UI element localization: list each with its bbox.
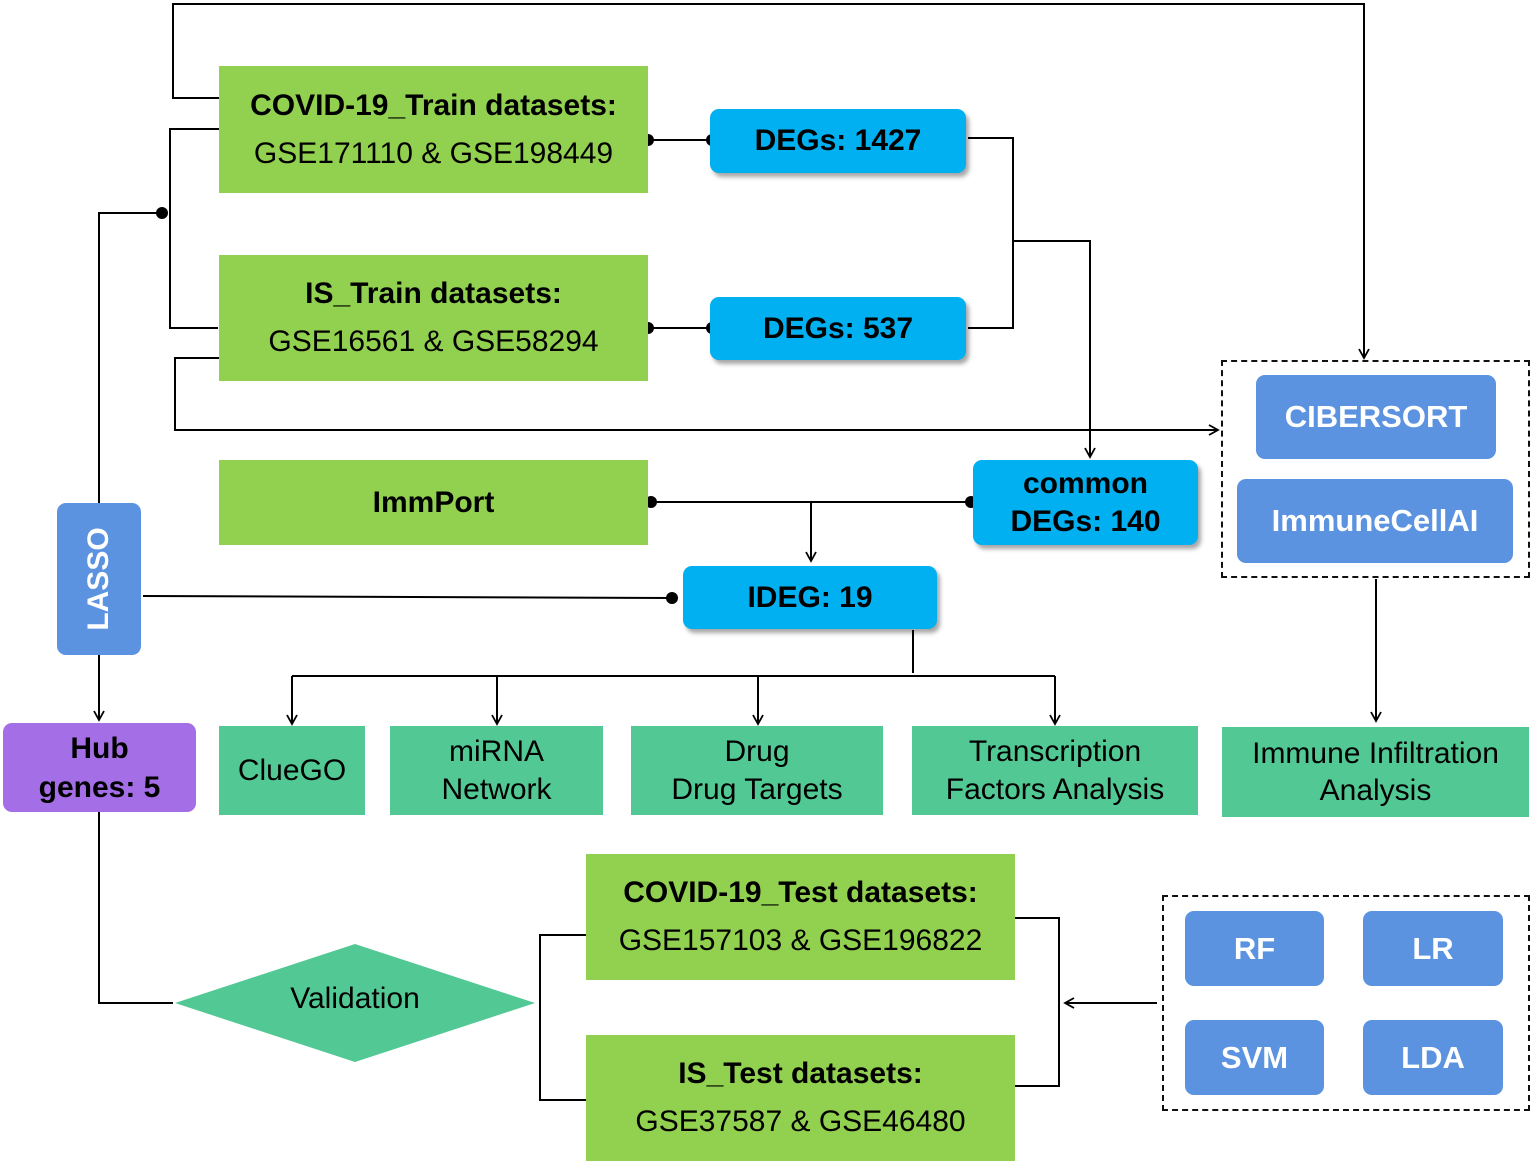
immunecellai-box: ImmuneCellAI [1237,479,1513,563]
ideg-label: IDEG: 19 [747,580,873,614]
validation-label: Validation [290,982,420,1015]
is-train-datasets: IS_Train datasets: GSE16561 & GSE58294 [219,255,648,381]
lr-label: LR [1412,930,1454,966]
mirna-line2: Network [441,772,552,806]
lasso-to-train-line [98,212,162,503]
transcription-factors-box: Transcription Factors Analysis [912,726,1198,815]
svm-label: SVM [1220,1039,1289,1075]
tf-line1: Transcription [968,735,1142,768]
merge-to-common-line [1013,240,1096,459]
deg-covid-label: DEGs: 1427 [754,124,922,158]
covid-train-title: COVID-19_Train datasets: [250,88,617,122]
ideg-box: IDEG: 19 [683,566,937,629]
immport-label: ImmPort [372,485,495,519]
hub-to-validation-line [98,812,173,1004]
is-to-immune-line [174,357,1220,436]
rf-box: RF [1185,911,1324,986]
validation-to-test-line [539,934,586,1101]
covid-test-ids: GSE157103 & GSE196822 [618,924,983,957]
covid-test-title: COVID-19_Test datasets: [623,876,978,909]
cibersort-label: CIBERSORT [1284,399,1468,434]
mirna-network-box: miRNA Network [390,726,603,815]
deg-merge-line [968,137,1014,329]
is-test-title: IS_Test datasets: [678,1057,923,1090]
deg-covid-box: DEGs: 1427 [710,109,966,173]
lasso-box: LASSO [57,503,141,655]
common-degs-line1: common [1022,467,1148,500]
rf-label: RF [1233,930,1276,966]
hub-genes-line1: Hub [70,731,129,765]
deg-is-box: DEGs: 537 [710,297,966,360]
drug-targets-box: Drug Drug Targets [631,726,883,815]
immune-line1: Immune Infiltration [1252,736,1499,770]
immune-line2: Analysis [1319,774,1432,807]
mirna-line1: miRNA [449,735,544,768]
lr-box: LR [1363,911,1503,986]
lda-label: LDA [1401,1039,1465,1075]
cluego-label: ClueGO [237,753,347,787]
immune-infiltration-box: Immune Infiltration Analysis [1222,727,1529,817]
deg-is-label: DEGs: 537 [762,311,914,345]
is-train-title: IS_Train datasets: [305,277,562,310]
hub-genes-box: Hub genes: 5 [3,723,196,812]
is-test-ids: GSE37587 & GSE46480 [635,1105,966,1138]
common-degs-line2: DEGs: 140 [1010,504,1161,538]
is-train-ids: GSE16561 & GSE58294 [268,325,599,358]
tf-line2: Factors Analysis [945,772,1165,806]
svm-box: SVM [1185,1020,1324,1095]
immunecellai-label: ImmuneCellAI [1271,503,1479,538]
common-degs-box: common DEGs: 140 [973,460,1198,545]
is-test-datasets: IS_Test datasets: GSE37587 & GSE46480 [586,1035,1015,1161]
lasso-to-ideg-line [142,595,673,599]
drug-line2: Drug Targets [671,772,843,806]
hub-genes-line2: genes: 5 [38,770,161,804]
lasso-label: LASSO [82,527,115,631]
covid-to-immune-line [172,3,1370,360]
cluego-box: ClueGO [219,726,365,815]
covid-train-datasets: COVID-19_Train datasets: GSE171110 & GSE… [219,66,648,193]
immune-tools-group [1221,360,1530,578]
drug-line1: Drug [724,735,790,768]
covid-train-ids: GSE171110 & GSE198449 [253,136,614,170]
models-group [1162,895,1530,1111]
lda-box: LDA [1363,1020,1503,1095]
test-bracket-right [1015,917,1060,1087]
cibersort-box: CIBERSORT [1256,375,1496,459]
covid-test-datasets: COVID-19_Test datasets: GSE157103 & GSE1… [586,854,1015,980]
immport-box: ImmPort [219,460,648,545]
validation-diamond [175,944,535,1062]
train-bracket [169,128,220,329]
